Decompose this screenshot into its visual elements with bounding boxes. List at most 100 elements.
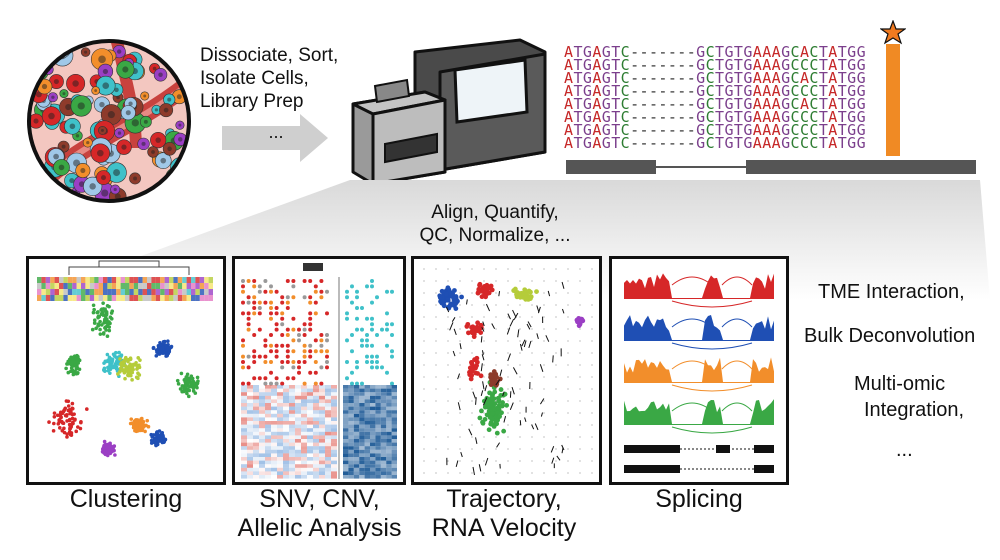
grid-dot xyxy=(483,352,485,354)
velocity-arrow xyxy=(468,428,473,436)
cell-point xyxy=(102,368,106,372)
heatmap-cell xyxy=(63,289,68,295)
snv-dot xyxy=(325,338,329,343)
heatmap-cell xyxy=(204,295,209,301)
snv-dot xyxy=(246,354,251,359)
heatmap-cell xyxy=(151,283,156,289)
cnv-cell xyxy=(359,471,365,475)
cnv-cell xyxy=(295,428,301,432)
cnv-cell xyxy=(391,442,397,447)
grid-dot xyxy=(579,376,581,378)
snv-dot xyxy=(241,365,245,370)
grid-dot xyxy=(471,436,473,438)
grid-dot xyxy=(531,376,533,378)
cnv-cell xyxy=(353,446,360,450)
cell-point xyxy=(123,376,127,381)
grid-dot xyxy=(519,280,521,282)
cnv-cell xyxy=(348,442,354,447)
grid-dot xyxy=(567,316,569,318)
cell-point xyxy=(526,288,532,294)
heatmap-cell xyxy=(98,289,103,295)
snv-dot xyxy=(241,300,245,305)
grid-dot xyxy=(579,364,581,366)
grid-dot xyxy=(459,424,461,426)
snv-dot xyxy=(355,327,359,332)
heatmap-cell xyxy=(173,295,178,301)
velocity-arrow xyxy=(472,466,475,476)
cnv-cell xyxy=(283,435,289,439)
snv-dot xyxy=(291,327,296,332)
snv-dot xyxy=(297,338,301,343)
cnv-cell xyxy=(241,471,247,475)
grid-dot xyxy=(483,364,485,366)
cnv-cell xyxy=(241,464,247,468)
grid-dot xyxy=(495,304,497,306)
cnv-cell xyxy=(359,421,365,425)
grid-dot xyxy=(555,316,557,318)
grid-dot xyxy=(531,280,533,282)
grid-dot xyxy=(495,328,497,330)
grid-dot xyxy=(543,472,545,474)
grid-dot xyxy=(447,472,449,474)
cnv-cell xyxy=(343,442,349,447)
cnv-cell xyxy=(259,439,265,443)
cell-point xyxy=(106,368,111,373)
heatmap-cell xyxy=(195,289,200,295)
snv-dot xyxy=(269,289,273,294)
snv-dot xyxy=(269,381,273,386)
cnv-cell xyxy=(247,439,253,443)
heatmap-cell xyxy=(208,295,213,301)
grid-dot xyxy=(471,388,473,390)
cell-point xyxy=(501,428,507,434)
cnv-cell xyxy=(307,395,313,400)
grid-dot xyxy=(579,448,581,450)
grid-dot xyxy=(519,376,521,378)
star-icon xyxy=(880,20,906,45)
velocity-arrow xyxy=(499,369,503,377)
heatmap-cell xyxy=(120,283,125,289)
cnv-cell xyxy=(353,413,360,418)
velocity-arrow xyxy=(506,327,511,335)
cnv-cell xyxy=(353,471,360,475)
velocity-arrow xyxy=(545,335,550,342)
tissue-cell xyxy=(66,74,86,94)
snv-dot xyxy=(302,322,307,327)
cnv-cell xyxy=(364,467,370,472)
velocity-arrow xyxy=(481,327,485,332)
snv-dot xyxy=(350,284,354,289)
snv-dot xyxy=(350,300,354,305)
cnv-cell xyxy=(325,453,331,457)
heatmap-cell xyxy=(204,283,209,289)
cnv-cell xyxy=(375,428,381,432)
cnv-cell xyxy=(343,385,349,389)
snv-dot xyxy=(274,311,279,316)
heatmap-cell xyxy=(89,295,95,301)
snv-dot xyxy=(370,343,374,348)
cell-point xyxy=(494,430,500,436)
grid-dot xyxy=(531,400,533,402)
cnv-cell xyxy=(359,388,365,393)
cnv-cell xyxy=(364,424,370,429)
cnv-cell xyxy=(370,471,376,475)
cell-point xyxy=(107,448,111,453)
cnv-cell xyxy=(289,399,295,403)
grid-dot xyxy=(579,424,581,426)
grid-dot xyxy=(507,352,509,354)
cnv-cell xyxy=(319,399,325,403)
cnv-cell xyxy=(295,435,301,439)
cnv-cell xyxy=(359,428,365,432)
cnv-cell xyxy=(319,421,325,425)
grid-dot xyxy=(447,448,449,450)
cnv-cell xyxy=(271,467,277,472)
grid-dot xyxy=(435,472,437,474)
grid-dot xyxy=(543,448,545,450)
grid-dot xyxy=(459,316,461,318)
cnv-cell xyxy=(247,467,253,472)
cnv-cell xyxy=(241,467,247,472)
variants-caption-line: Allelic Analysis xyxy=(237,514,402,542)
grid-dot xyxy=(447,280,449,282)
cnv-cell xyxy=(265,431,271,436)
cnv-cell xyxy=(343,417,349,421)
transcript-model xyxy=(624,465,774,473)
heatmap-cell xyxy=(98,283,103,289)
